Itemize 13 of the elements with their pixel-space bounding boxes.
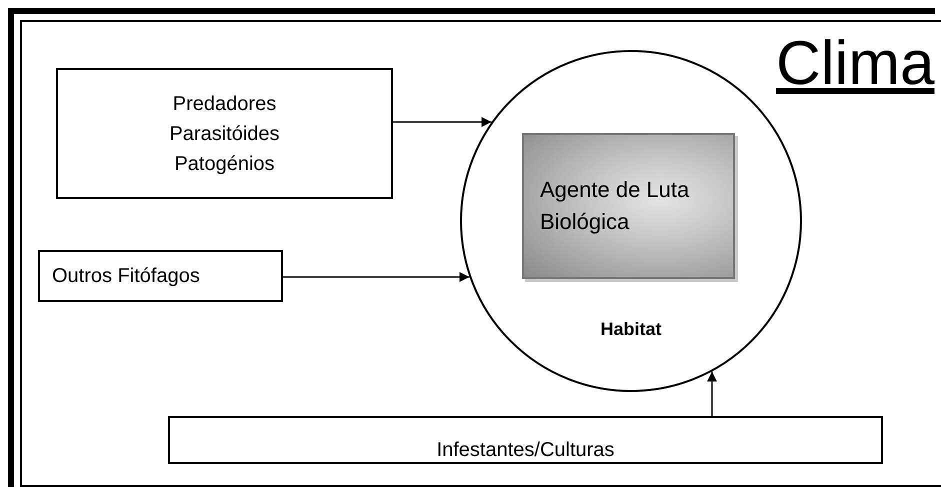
agent-box bbox=[522, 133, 735, 279]
arrow bbox=[283, 272, 470, 282]
node-label: Predadores Parasitóides Patogénios bbox=[168, 92, 281, 176]
node-label: Habitat bbox=[600, 319, 662, 340]
arrow bbox=[393, 117, 492, 127]
title: Clima bbox=[776, 30, 934, 98]
process-box bbox=[168, 416, 883, 464]
node-label: Outros Fitófagos bbox=[52, 264, 200, 288]
process-box bbox=[38, 250, 283, 302]
process-box bbox=[56, 68, 393, 199]
arrow bbox=[707, 372, 717, 416]
node-label: Infestantes/Culturas bbox=[436, 439, 614, 462]
node-label: Agente de Luta Biológica bbox=[540, 176, 690, 236]
